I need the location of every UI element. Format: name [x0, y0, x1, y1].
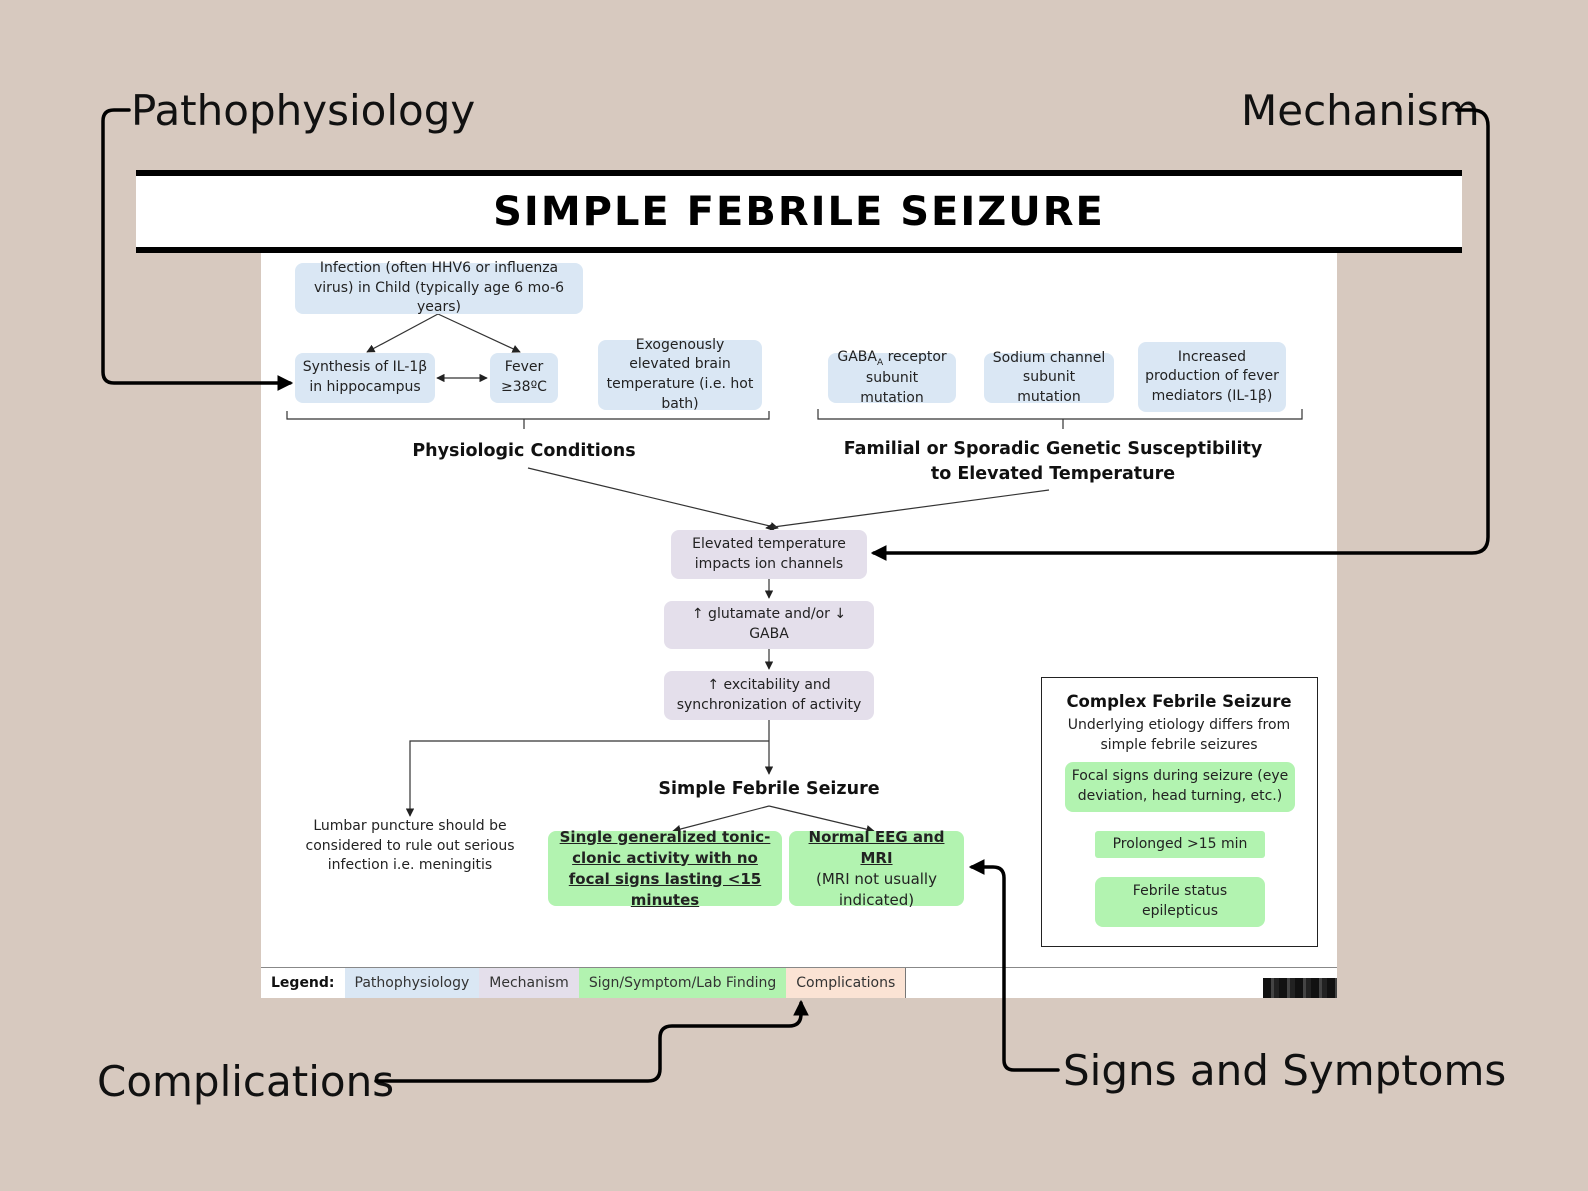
diagram-panel: Infection (often HHV6 or influenza virus…: [261, 253, 1337, 998]
callout-mechanism: Mechanism: [1241, 86, 1480, 135]
node-tonic-clonic: Single generalized tonic-clonic activity…: [548, 828, 782, 909]
node-gaba-receptor-line2: subunit mutation: [860, 370, 924, 406]
label-genetic-susceptibility: Familial or Sporadic Genetic Susceptibil…: [843, 439, 1263, 485]
node-sodium: Sodium channel subunit mutation: [984, 350, 1114, 405]
arrow-sfs-to-tonic: [672, 805, 770, 834]
node-eeg-mri-bold: Normal EEG and MRI: [808, 827, 945, 867]
node-il1b: Synthesis of IL-1β in hippocampus: [295, 353, 435, 403]
complex-prolonged: Prolonged >15 min: [1095, 831, 1265, 858]
label-simple-febrile-seizure: Simple Febrile Seizure: [658, 779, 880, 799]
complex-focal-signs: Focal signs during seizure (eye deviatio…: [1065, 762, 1295, 812]
node-glutamate-gaba: ↑ glutamate and/or ↓ GABA: [664, 601, 874, 649]
node-excitability: ↑ excitability and synchronization of ac…: [664, 671, 874, 720]
arrow-infection-to-il1b: [366, 313, 439, 353]
callout-pathophysiology: Pathophysiology: [131, 86, 476, 135]
callout-signs-symptoms: Signs and Symptoms: [1063, 1046, 1507, 1095]
complex-subtitle: Underlying etiology differs from simple …: [1067, 717, 1291, 753]
pointer-pathophysiology: [101, 108, 294, 391]
label-physiologic-conditions: Physiologic Conditions: [412, 441, 636, 461]
pointer-signs-symptoms: [968, 859, 1060, 1072]
arrow-sfs-to-eeg: [768, 805, 875, 834]
node-lumbar-puncture: Lumbar puncture should be considered to …: [305, 818, 515, 874]
node-exogenous: Exogenously elevated brain temperature (…: [598, 337, 762, 412]
legend: Legend: Pathophysiology Mechanism Sign/S…: [261, 967, 1337, 998]
brace-physiologic: [286, 411, 770, 429]
node-fever: Fever ≥38ºC: [490, 353, 558, 403]
connector-lines: [286, 313, 1303, 834]
node-il1b-line2: in hippocampus: [309, 379, 421, 395]
node-tonic-clonic-text: Single generalized tonic-clonic activity…: [559, 827, 771, 909]
legend-label: Legend:: [271, 975, 335, 991]
page-title: SIMPLE FEBRILE SEIZURE: [493, 188, 1105, 235]
legend-item-complications: Complications: [786, 968, 907, 998]
arrow-infection-to-fever: [437, 313, 521, 353]
node-elevated-temperature: Elevated temperature impacts ion channel…: [671, 530, 867, 579]
node-fever-line1: Fever: [504, 359, 544, 376]
node-eeg-mri-note: (MRI not usually indicated): [816, 869, 937, 909]
node-il1b-line1: Synthesis of IL-1β: [302, 359, 428, 376]
pointer-mechanism: [870, 108, 1490, 561]
node-fever-line2: ≥38ºC: [501, 379, 547, 395]
complex-febrile-seizure-box: Complex Febrile Seizure Underlying etiol…: [1041, 677, 1318, 947]
node-eeg-mri: Normal EEG and MRI (MRI not usually indi…: [789, 828, 964, 909]
logo-stamp: [1263, 978, 1337, 998]
complex-title: Complex Febrile Seizure: [1066, 692, 1292, 711]
legend-item-mechanism: Mechanism: [479, 968, 579, 998]
callout-complications: Complications: [97, 1057, 395, 1106]
legend-item-pathophysiology: Pathophysiology: [344, 968, 480, 998]
arrow-to-lumbar: [405, 740, 769, 817]
title-bar: SIMPLE FEBRILE SEIZURE: [136, 170, 1462, 253]
node-infection: Infection (often HHV6 or influenza virus…: [295, 260, 583, 315]
pointer-complications: [374, 999, 809, 1083]
arrow-physiologic-to-temp: [527, 467, 779, 531]
complex-status-epilepticus: Febrile status epilepticus: [1095, 877, 1265, 927]
node-gaba-receptor-line1: GABAA receptor: [837, 348, 947, 368]
arrow-genetic-to-temp: [765, 489, 1050, 532]
node-gaba-receptor: GABAA receptor subunit mutation: [828, 349, 956, 406]
brace-genetic: [817, 409, 1303, 429]
node-fever-mediators: Increased production of fever mediators …: [1138, 342, 1286, 412]
legend-item-sign: Sign/Symptom/Lab Finding: [578, 968, 787, 998]
